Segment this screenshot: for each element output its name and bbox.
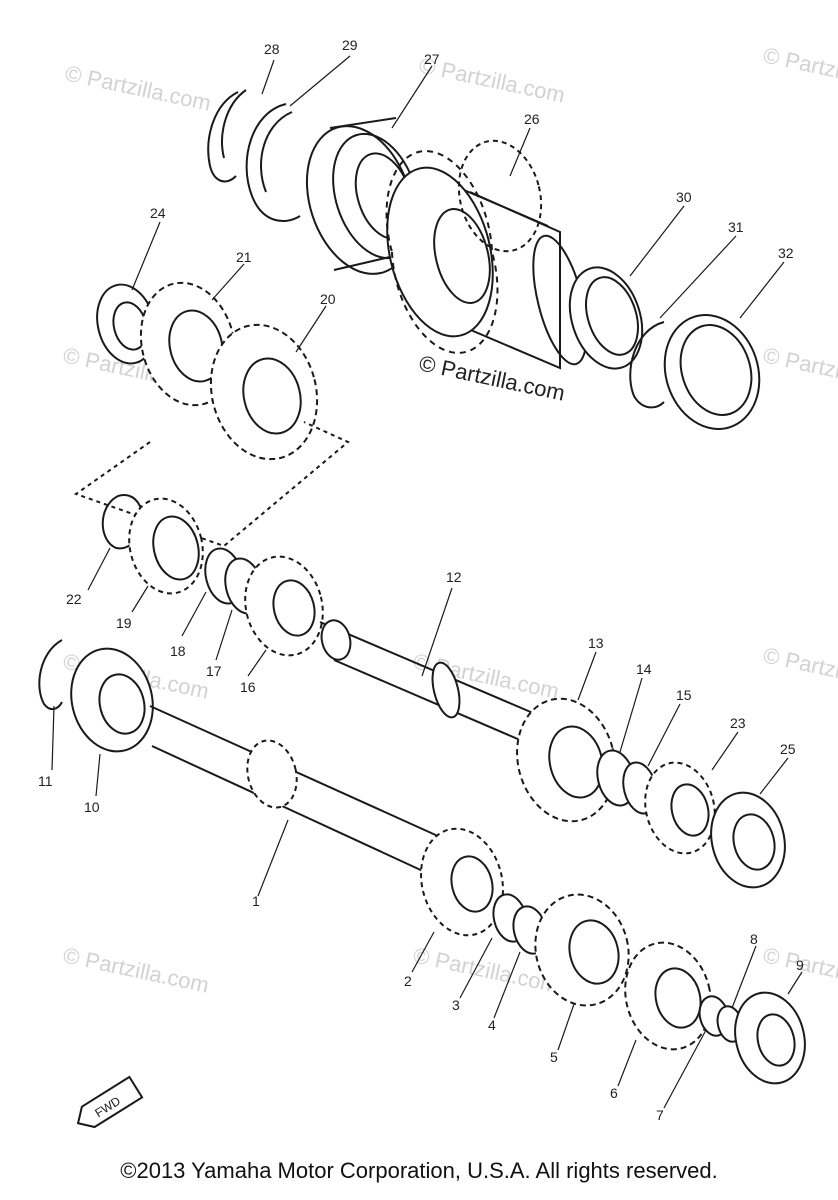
bearing-25 — [710, 791, 786, 889]
gear-20 — [209, 323, 319, 461]
callout-7: 7 — [656, 1107, 664, 1123]
direction-badge: FWD — [76, 1075, 144, 1129]
callout-21: 21 — [236, 249, 252, 265]
dashed-group-box — [73, 421, 350, 548]
gear-2 — [420, 827, 504, 937]
callout-23: 23 — [730, 715, 746, 731]
callout-9: 9 — [796, 957, 804, 973]
callout-30: 30 — [676, 189, 692, 205]
circlip-28-inner — [221, 89, 247, 159]
callout-10: 10 — [84, 799, 100, 815]
circlip-31 — [629, 321, 665, 409]
watermark-faint: © Partzilla.com — [761, 342, 838, 397]
callout-12: 12 — [446, 569, 462, 585]
gear-6 — [624, 941, 712, 1051]
circlip-29-inner — [260, 111, 293, 193]
callout-29: 29 — [342, 37, 358, 53]
gear-19 — [128, 497, 204, 595]
callout-5: 5 — [550, 1049, 558, 1065]
callout-27: 27 — [424, 51, 440, 67]
callout-2: 2 — [404, 973, 412, 989]
callout-24: 24 — [150, 205, 166, 221]
leader-lines — [51, 55, 803, 1109]
copyright-footer: ©2013 Yamaha Motor Corporation, U.S.A. A… — [120, 1158, 718, 1183]
gear-26 — [385, 139, 588, 370]
callout-28: 28 — [264, 41, 280, 57]
shaft-1 — [149, 705, 461, 879]
callout-26: 26 — [524, 111, 540, 127]
callout-31: 31 — [728, 219, 744, 235]
callout-1: 1 — [252, 893, 260, 909]
callout-15: 15 — [676, 687, 692, 703]
callout-6: 6 — [610, 1085, 618, 1101]
circlip-11 — [38, 639, 63, 710]
watermark-faint: © Partzilla.com — [63, 60, 213, 115]
callout-13: 13 — [588, 635, 604, 651]
main-axle-assembly — [101, 494, 786, 889]
gear-5 — [534, 893, 630, 1007]
watermark-faint: © Partzilla.com — [761, 642, 838, 697]
callout-20: 20 — [320, 291, 336, 307]
gear-23 — [644, 761, 716, 855]
oil-seal-32 — [663, 314, 761, 430]
drive-axle-assembly — [38, 639, 806, 1085]
callout-11: 11 — [38, 773, 53, 789]
callout-25: 25 — [780, 741, 796, 757]
watermark-faint: © Partzilla.com — [761, 42, 838, 97]
fwd-arrow-icon — [76, 1075, 144, 1129]
watermark-center: © Partzilla.com — [417, 350, 567, 405]
circlip-29 — [245, 103, 301, 223]
left-gear-group — [73, 281, 350, 548]
callout-3: 3 — [452, 997, 460, 1013]
callout-18: 18 — [170, 643, 186, 659]
watermark-faint: © Partzilla.com — [61, 942, 211, 997]
callout-14: 14 — [636, 661, 652, 677]
callout-4: 4 — [488, 1017, 496, 1033]
bearing-10 — [70, 647, 154, 753]
callout-labels: 28 29 27 26 30 31 32 24 21 20 22 19 18 1… — [38, 37, 804, 1123]
bearing-9 — [734, 991, 806, 1085]
upper-shaft-assembly — [207, 89, 761, 430]
gear-13 — [516, 697, 616, 823]
circlip-28 — [207, 91, 239, 183]
needle-bearing-30 — [568, 266, 644, 370]
gear-16 — [244, 555, 324, 657]
callout-16: 16 — [240, 679, 256, 695]
callout-8: 8 — [750, 931, 758, 947]
callout-32: 32 — [778, 245, 794, 261]
callout-22: 22 — [66, 591, 82, 607]
callout-17: 17 — [206, 663, 222, 679]
callout-19: 19 — [116, 615, 132, 631]
